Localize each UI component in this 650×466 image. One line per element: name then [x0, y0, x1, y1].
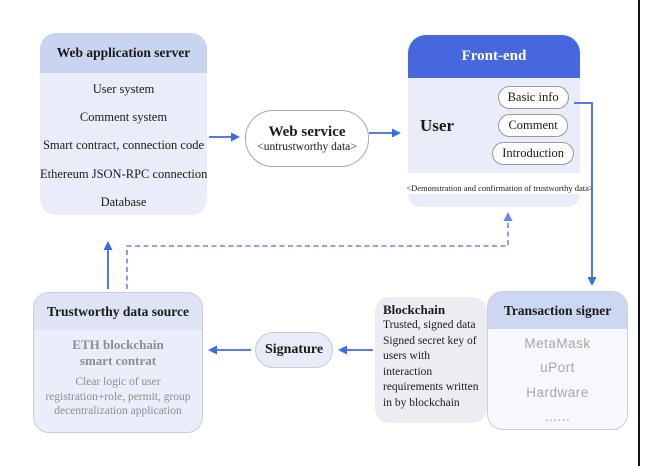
- blockchain-panel: Blockchain Trusted, signed data Signed s…: [375, 297, 487, 423]
- web-service-subtitle: <untrustworthy data>: [257, 140, 357, 153]
- comment-button[interactable]: Comment: [498, 114, 568, 137]
- signer-item-hardware: Hardware: [526, 384, 589, 400]
- server-item-database: Database: [100, 195, 147, 210]
- transaction-signer-list: MetaMask uPort Hardware ......: [488, 329, 627, 431]
- blockchain-line: users with: [383, 350, 430, 362]
- blockchain-line: Signed secret key of: [383, 334, 477, 347]
- signer-item-ellipsis: ......: [544, 409, 571, 425]
- blockchain-title: Blockchain: [383, 302, 446, 317]
- trust-description-line: decentralization application: [54, 405, 182, 417]
- front-end-caption: <Demonstration and confirmation of trust…: [406, 183, 594, 193]
- web-service-title: Web service: [268, 123, 346, 140]
- blockchain-line: requirements written: [383, 381, 479, 393]
- trust-subtitle-line: ETH blockchain: [72, 337, 164, 352]
- trustworthy-data-source-title: Trustworthy data source: [34, 293, 202, 330]
- web-application-server-title: Web application server: [40, 33, 207, 73]
- dashed-arrow-trustworthy-source-to-front-end: [126, 212, 513, 289]
- front-end-bottom-strip: [408, 194, 580, 207]
- page-edge-line: [638, 0, 640, 466]
- eth-blockchain-label: ETH blockchain smart contrat: [34, 337, 202, 369]
- front-end-title: Front-end: [408, 35, 580, 78]
- blockchain-line: in by blockchain: [383, 396, 460, 409]
- web-service-node: Web service <untrustworthy data>: [245, 110, 369, 167]
- server-item-json-rpc: Ethereum JSON-RPC connection: [40, 166, 208, 181]
- user-label: User: [420, 115, 454, 135]
- trustworthy-data-source-box: Trustworthy data source ETH blockchain s…: [33, 292, 203, 433]
- signer-item-uport: uPort: [540, 360, 575, 376]
- server-item-comment-system: Comment system: [79, 110, 168, 125]
- front-end-buttons: Basic info Comment Introduction: [492, 86, 574, 165]
- blockchain-line: Trusted, signed data: [383, 319, 476, 331]
- transaction-signer-box: Transaction signer MetaMask uPort Hardwa…: [487, 291, 628, 430]
- trust-subtitle-line: smart contrat: [79, 353, 157, 368]
- trust-description-line: Clear logic of user: [75, 376, 161, 388]
- blockchain-line: interaction: [383, 365, 433, 378]
- basic-info-button[interactable]: Basic info: [497, 86, 569, 109]
- front-end-body: User Basic info Comment Introduction: [408, 78, 580, 173]
- web-application-server-list: User system Comment system Smart contrac…: [40, 73, 207, 219]
- front-end-box: Front-end User Basic info Comment Introd…: [408, 35, 580, 207]
- trust-description-line: registration+role, permit, group: [45, 390, 191, 403]
- signature-node: Signature: [255, 332, 333, 368]
- server-item-smart-contract: Smart contract, connection code: [42, 138, 205, 153]
- server-item-user-system: User system: [92, 81, 155, 96]
- trust-description: Clear logic of user registration+role, p…: [34, 375, 202, 419]
- front-end-caption-band: [408, 173, 580, 194]
- transaction-signer-title: Transaction signer: [488, 292, 627, 329]
- introduction-button[interactable]: Introduction: [492, 142, 574, 165]
- web-application-server-box: Web application server User system Comme…: [40, 33, 207, 215]
- signer-item-metamask: MetaMask: [524, 335, 591, 351]
